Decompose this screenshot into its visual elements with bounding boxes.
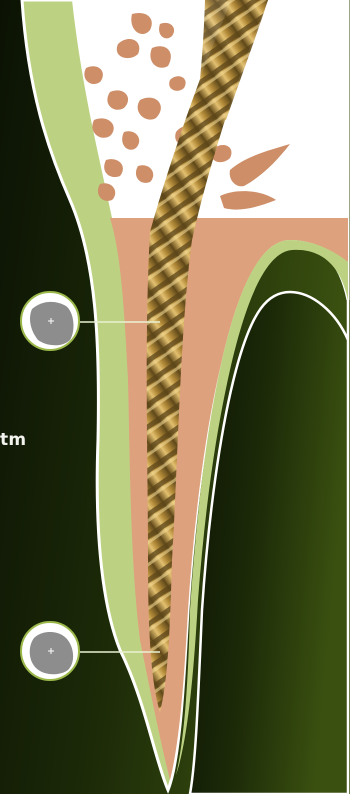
lower-file-cross-section [21, 622, 79, 680]
cropped-side-text: tm [0, 430, 26, 450]
upper-file-cross-section [21, 292, 79, 350]
